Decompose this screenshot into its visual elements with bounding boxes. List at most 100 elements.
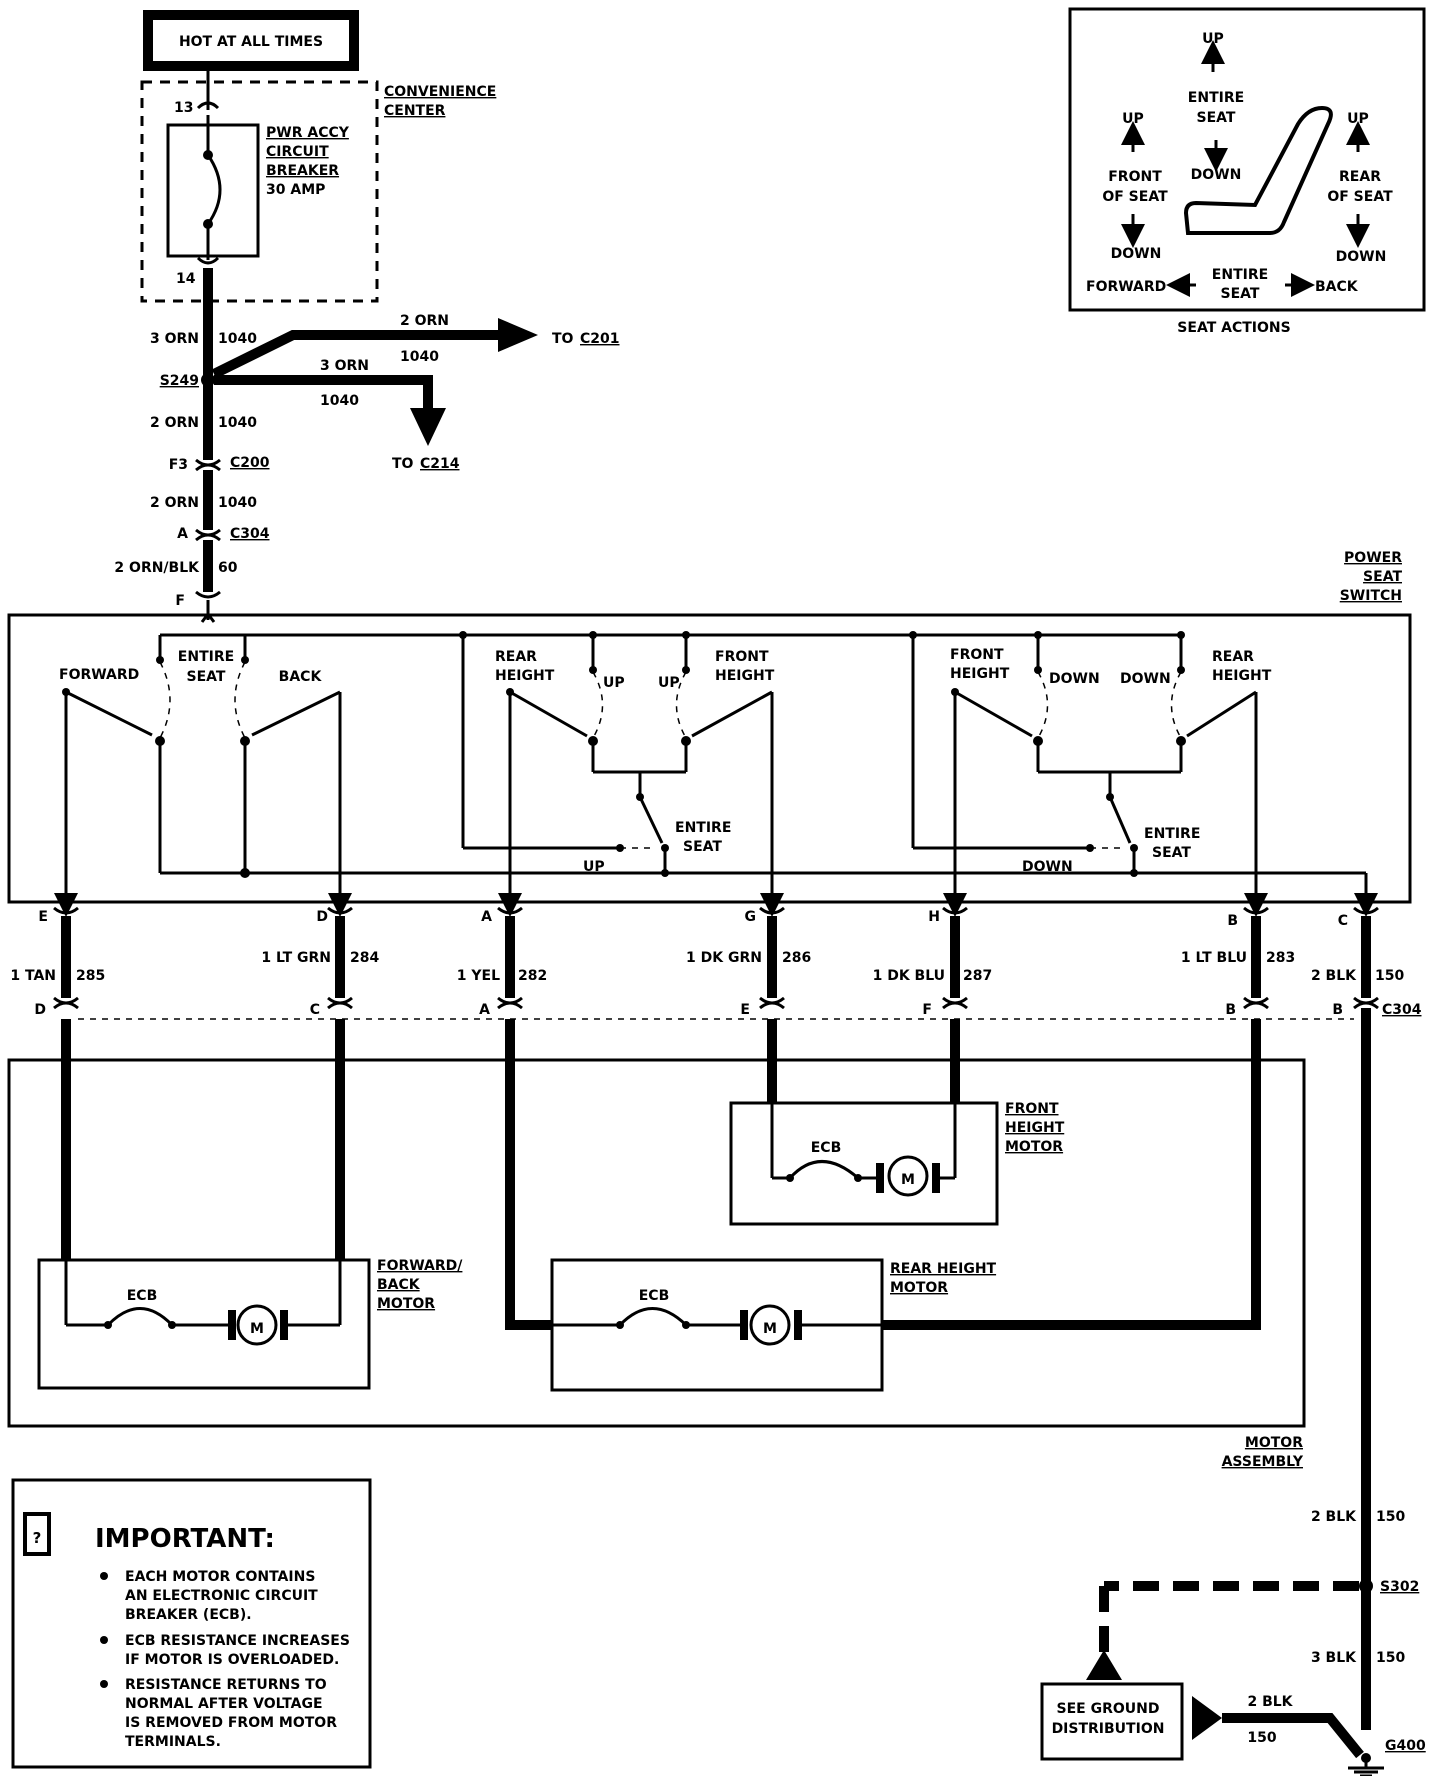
imp-b2-l1: ECB RESISTANCE INCREASES <box>125 1633 350 1649</box>
w3-bot-pin: A <box>479 1002 490 1018</box>
front-height-label-2: HEIGHT <box>1005 1120 1065 1136</box>
convenience-center-line1: CONVENIENCE <box>384 84 496 100</box>
w4-bot-pin: E <box>740 1002 750 1018</box>
w7-gauge: 2 BLK <box>1311 968 1357 984</box>
feed-w4-num: 60 <box>218 560 238 576</box>
feed-circuit: 3 ORN 1040 S249 2 ORN 1040 TO C201 3 ORN… <box>114 268 620 623</box>
feed-w3-gauge: 2 ORN <box>150 495 199 511</box>
breaker-line-4: 30 AMP <box>266 182 325 198</box>
w2-gauge: 1 LT GRN <box>261 950 331 966</box>
sa-rear-1: REAR <box>1339 169 1381 185</box>
pss-rear-height-d2: HEIGHT <box>1212 668 1272 684</box>
pss-forward: FORWARD <box>59 667 139 683</box>
g2-num: 150 <box>1376 1650 1405 1666</box>
forward-back-label-1: FORWARD/ <box>377 1258 463 1274</box>
imp-b1-l1: EACH MOTOR CONTAINS <box>125 1569 315 1585</box>
sa-entire-seat-2: SEAT <box>1221 286 1260 302</box>
imp-b3-l4: TERMINALS. <box>125 1734 221 1750</box>
w4-gauge: 1 DK GRN <box>686 950 762 966</box>
w6-num: 283 <box>1266 950 1295 966</box>
important-heading: IMPORTANT: <box>95 1524 275 1554</box>
pss-front-height-d2: HEIGHT <box>950 666 1010 682</box>
sa-entire-down: DOWN <box>1191 167 1242 183</box>
sa-entire-seat-1: ENTIRE <box>1212 267 1268 283</box>
pss-entire-seat-up-1: ENTIRE <box>675 820 731 836</box>
pss-entire-seat-up-2: SEAT <box>683 839 722 855</box>
c214-to: TO <box>392 456 414 472</box>
front-height-m: M <box>901 1172 915 1188</box>
w4-top-pin: G <box>745 909 757 925</box>
seat-actions-panel: UP ENTIRE SEAT DOWN UP FRONT OF SEAT DOW… <box>1068 7 1426 336</box>
sa-forward: FORWARD <box>1086 279 1166 295</box>
info-icon <box>23 1512 51 1556</box>
c214-gauge: 3 ORN <box>320 358 369 374</box>
g1-num: 150 <box>1376 1509 1405 1525</box>
pss-entire-seat-down-2: SEAT <box>1152 845 1191 861</box>
hot-at-all-times-label: HOT AT ALL TIMES <box>179 34 323 50</box>
w3-top-pin: A <box>481 909 492 925</box>
w3-gauge: 1 YEL <box>457 968 500 984</box>
pss-rear-height-d1: REAR <box>1212 649 1254 665</box>
c304-top-label: C304 <box>230 526 270 542</box>
sa-front-1: FRONT <box>1108 169 1162 185</box>
pss-front-height-1: FRONT <box>715 649 769 665</box>
c201-gauge: 2 ORN <box>400 313 449 329</box>
forward-back-label-3: MOTOR <box>377 1296 435 1312</box>
g2-gauge: 3 BLK <box>1311 1650 1357 1666</box>
w5-bot-pin: F <box>922 1002 932 1018</box>
pss-entire-2: SEAT <box>187 669 226 685</box>
breaker-line-2: CIRCUIT <box>266 144 329 160</box>
seat-actions-title: SEAT ACTIONS <box>1177 320 1290 336</box>
splice-s249 <box>201 373 215 387</box>
w1-bot-pin: D <box>34 1002 46 1018</box>
c304-pin-a: A <box>177 526 188 542</box>
c304-bottom-label: C304 <box>1382 1002 1422 1018</box>
c200-pin: F3 <box>169 457 188 473</box>
pss-down-2: DOWN <box>1120 671 1171 687</box>
imp-b3-l2: NORMAL AFTER VOLTAGE <box>125 1696 323 1712</box>
w6-gauge: 1 LT BLU <box>1181 950 1247 966</box>
w6-top-pin: B <box>1227 913 1238 929</box>
pss-title-2: SEAT <box>1363 569 1402 585</box>
pss-entire-1: ENTIRE <box>178 649 234 665</box>
breaker-line-1: PWR ACCY <box>266 125 350 141</box>
imp-b1-l3: BREAKER (ECB). <box>125 1607 252 1623</box>
imp-b3-l3: IS REMOVED FROM MOTOR <box>125 1715 337 1731</box>
splice-s249-label: S249 <box>160 373 199 389</box>
c201-conn: C201 <box>580 331 620 347</box>
w1-top-pin: E <box>38 909 48 925</box>
pss-title-1: POWER <box>1344 550 1402 566</box>
w2-top-pin: D <box>316 909 328 925</box>
rear-height-m: M <box>763 1321 777 1337</box>
convenience-center-line2: CENTER <box>384 103 446 119</box>
feed-w3-num: 1040 <box>218 495 257 511</box>
pss-front-height-2: HEIGHT <box>715 668 775 684</box>
w1-gauge: 1 TAN <box>10 968 56 984</box>
imp-b1-l2: AN ELECTRONIC CIRCUIT <box>125 1588 318 1604</box>
c214-conn: C214 <box>420 456 460 472</box>
feed-w1-num: 1040 <box>218 331 257 347</box>
pss-down-bottom: DOWN <box>1022 859 1073 875</box>
w1-num: 285 <box>76 968 105 984</box>
w7-bot-pin: B <box>1332 1002 1343 1018</box>
see-ground-2: DISTRIBUTION <box>1052 1721 1165 1737</box>
feed-w1-gauge: 3 ORN <box>150 331 199 347</box>
sa-front-down: DOWN <box>1111 246 1162 262</box>
sa-rear-2: OF SEAT <box>1327 189 1393 205</box>
sa-back: BACK <box>1315 279 1359 295</box>
w2-bot-pin: C <box>310 1002 320 1018</box>
hot-at-all-times-box: HOT AT ALL TIMES <box>143 10 359 71</box>
motor-assembly-2: ASSEMBLY <box>1222 1454 1304 1470</box>
seat-icon <box>1183 105 1333 235</box>
convenience-center: CONVENIENCE CENTER <box>140 80 496 303</box>
pss-back: BACK <box>279 669 323 685</box>
forward-back-label-2: BACK <box>377 1277 421 1293</box>
ground-circuit: 2 BLK 150 S302 3 BLK 150 SEE GROUND DIST… <box>1040 1008 1426 1776</box>
motor-assembly: MOTOR ASSEMBLY M ECB FRONT HEIGHT MOTOR <box>7 1019 1306 1470</box>
splice-s302-label: S302 <box>1380 1579 1419 1595</box>
c200-label: C200 <box>230 455 270 471</box>
front-height-ecb: ECB <box>811 1140 842 1156</box>
important-note: ? IMPORTANT: EACH MOTOR CONTAINS AN ELEC… <box>11 1478 372 1769</box>
splice-s302 <box>1359 1579 1373 1593</box>
sa-entire-up: UP <box>1202 31 1224 47</box>
